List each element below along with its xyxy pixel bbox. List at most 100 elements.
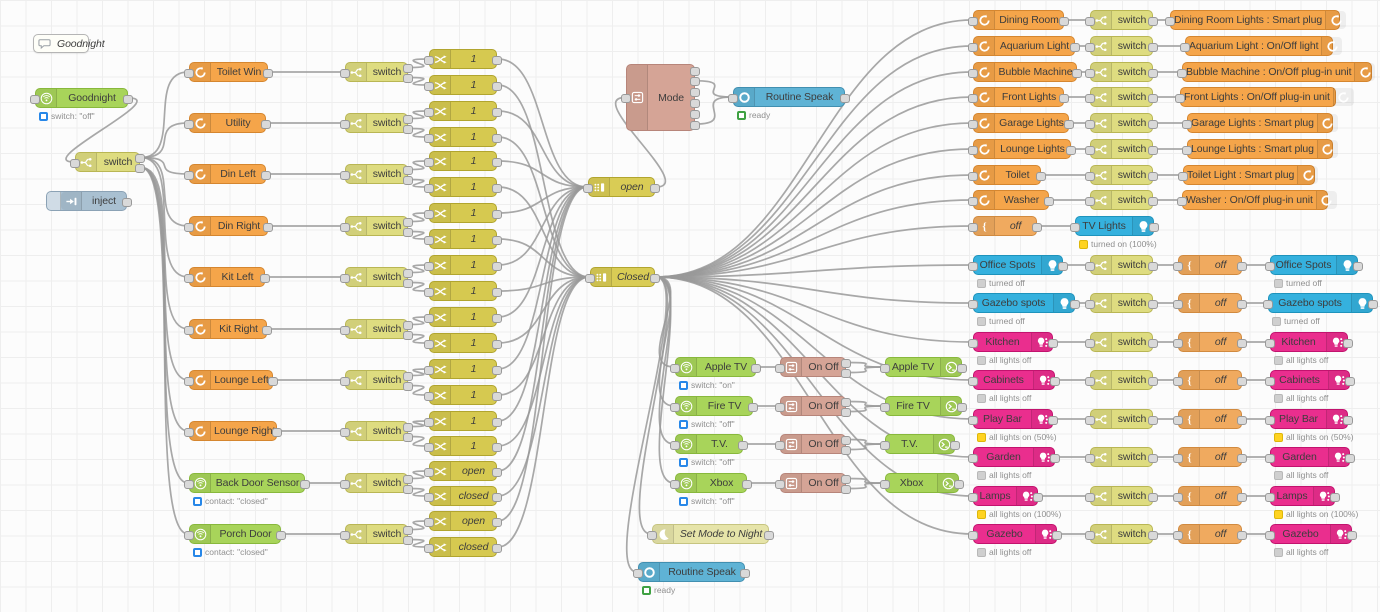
node-switch[interactable]: switch [340,524,413,545]
output-port[interactable] [268,376,278,386]
output-port[interactable] [492,261,502,271]
input-port[interactable] [424,517,434,527]
output-port[interactable] [1347,530,1357,540]
output-port[interactable] [1033,492,1043,502]
node-t-v[interactable]: T.V. [670,434,748,454]
node-toilet-win[interactable]: Toilet Win [184,62,273,82]
node-apple-tv[interactable]: Apple TV [880,357,967,377]
inject-button[interactable] [47,192,61,210]
output-port[interactable] [492,391,502,401]
output-port[interactable] [403,228,413,237]
node-lamps[interactable]: Lamps [968,486,1043,506]
input-port[interactable] [340,325,350,335]
output-port[interactable] [841,359,851,368]
node-t-v[interactable]: T.V. [880,434,960,454]
input-port[interactable] [340,68,350,78]
input-port[interactable] [1085,453,1095,463]
output-port[interactable] [1048,415,1058,425]
output-port[interactable] [841,475,851,484]
input-port[interactable] [340,119,350,129]
output-port[interactable] [1072,68,1082,78]
input-port[interactable] [968,530,978,540]
input-port[interactable] [1085,171,1095,181]
output-port[interactable] [1237,530,1247,540]
output-port[interactable] [492,339,502,349]
output-port[interactable] [1148,145,1158,155]
input-port[interactable] [728,93,738,103]
node-switch[interactable]: switch [340,370,413,391]
node-1[interactable]: 1 [424,281,502,301]
input-port[interactable] [1182,119,1192,129]
node-switch[interactable]: switch [1085,486,1158,506]
node-washer-on-off-plug-in-unit[interactable]: Washer : On/Off plug-in unit [1177,190,1337,210]
input-port[interactable] [1173,338,1183,348]
node-switch[interactable]: switch [1085,190,1158,210]
output-port[interactable] [841,398,851,407]
node-front-lights[interactable]: Front Lights [968,87,1069,107]
output-port[interactable] [1237,376,1247,386]
input-port[interactable] [184,119,194,129]
output-port[interactable] [1048,338,1058,348]
output-port[interactable] [122,197,132,207]
node-lounge-lights-smart-plug[interactable]: Lounge Lights : Smart plug [1182,139,1338,159]
node-play-bar[interactable]: Play Bar [1265,409,1353,429]
input-port[interactable] [1070,222,1080,232]
node-open[interactable]: open [583,177,660,197]
node-gazebo-spots[interactable]: Gazebo spots [968,293,1080,313]
output-port[interactable] [841,436,851,445]
input-port[interactable] [775,479,785,489]
node-switch[interactable]: switch [1085,524,1158,544]
output-port[interactable] [841,408,851,417]
output-port[interactable] [1148,492,1158,502]
input-port[interactable] [184,68,194,78]
input-port[interactable] [184,427,194,437]
input-port[interactable] [775,363,785,373]
input-port[interactable] [340,376,350,386]
output-port[interactable] [403,433,413,442]
output-port[interactable] [1148,261,1158,271]
input-port[interactable] [1173,299,1183,309]
input-port[interactable] [880,440,890,450]
input-port[interactable] [424,467,434,477]
output-port[interactable] [1066,145,1076,155]
output-port[interactable] [403,372,413,381]
output-port[interactable] [1343,415,1353,425]
input-port[interactable] [968,492,978,502]
node-lounge-left[interactable]: Lounge Left [184,370,278,390]
node-off[interactable]: {off [1173,370,1247,390]
input-port[interactable] [1085,415,1095,425]
input-port[interactable] [1085,338,1095,348]
output-port[interactable] [1237,261,1247,271]
output-port[interactable] [1036,171,1046,181]
node-on-off[interactable]: On Off [775,357,851,378]
output-port[interactable] [492,157,502,167]
output-port[interactable] [1368,299,1378,309]
output-port[interactable] [950,440,960,450]
input-port[interactable] [968,68,978,78]
output-port[interactable] [492,467,502,477]
input-port[interactable] [968,299,978,309]
output-port[interactable] [841,369,851,378]
node-switch[interactable]: switch [340,216,413,237]
node-closed[interactable]: Closed [585,267,660,287]
output-port[interactable] [690,88,700,98]
output-port[interactable] [1237,492,1247,502]
output-port[interactable] [1148,415,1158,425]
input-port[interactable] [585,273,595,283]
output-port[interactable] [403,64,413,73]
input-port[interactable] [1265,261,1275,271]
output-port[interactable] [1148,16,1158,26]
output-port[interactable] [1050,453,1060,463]
output-port[interactable] [123,94,133,104]
node-1[interactable]: 1 [424,229,502,249]
output-port[interactable] [403,536,413,545]
input-port[interactable] [184,479,194,489]
output-port[interactable] [272,427,282,437]
node-switch[interactable]: switch [1085,62,1158,82]
input-port[interactable] [1265,453,1275,463]
output-port[interactable] [1148,68,1158,78]
input-port[interactable] [424,81,434,91]
input-port[interactable] [424,55,434,65]
input-port[interactable] [1177,68,1187,78]
input-port[interactable] [1177,196,1187,206]
